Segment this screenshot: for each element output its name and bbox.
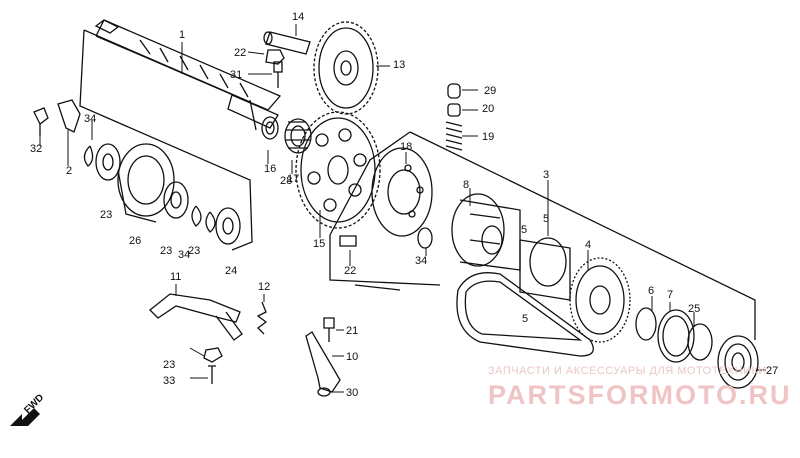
- right-assembly-bracket: [329, 131, 756, 340]
- part-label-19: 19: [482, 131, 494, 143]
- nut-22-bottom: [203, 347, 223, 363]
- leader-lines: [39, 24, 766, 393]
- sprocket-small: [313, 21, 379, 115]
- nut-22-top: [265, 49, 285, 65]
- circlip-24: [687, 323, 713, 361]
- bolt-31: [33, 107, 49, 136]
- part-label-5: 5: [521, 224, 527, 236]
- part-label-34: 30: [346, 387, 358, 399]
- part-label-28: 24: [225, 265, 237, 277]
- part-label-6: 5: [522, 313, 528, 325]
- main-shaft: [94, 19, 282, 131]
- bearing-26: [717, 335, 759, 389]
- rings-6-7: [635, 307, 695, 363]
- part-label-27: 23: [188, 245, 200, 257]
- circlip-34-b: [191, 205, 202, 227]
- sprocket-large: [295, 111, 381, 229]
- spring-assembly: [445, 83, 463, 151]
- part-label-10: 10: [346, 351, 358, 363]
- part-label-38: 34: [415, 255, 427, 267]
- part-label-0: 1: [179, 29, 185, 41]
- part-label-23: 22: [234, 47, 246, 59]
- part-label-12: 12: [258, 281, 270, 293]
- washer-16: [261, 116, 279, 140]
- part-label-26: 23: [160, 245, 172, 257]
- part-label-37: 33: [163, 375, 175, 387]
- part-label-24: 23: [163, 359, 175, 371]
- bolt-30: [273, 61, 283, 88]
- part-label-21: 21: [346, 325, 358, 337]
- bracket-10: [305, 331, 341, 393]
- bracket-2: [57, 99, 81, 133]
- part-label-30: 26: [129, 235, 141, 247]
- clutch-plate: [371, 147, 433, 237]
- part-label-4: 5: [543, 213, 549, 225]
- part-label-8: 7: [667, 289, 673, 301]
- bearing-25: [117, 143, 175, 223]
- spring-12: [256, 301, 268, 335]
- watermark-brand: PARTSFORMOTO.RU: [488, 380, 792, 410]
- part-label-36: 32: [30, 143, 42, 155]
- part-label-32: 28: [280, 175, 292, 187]
- part-label-35: 31: [230, 69, 242, 81]
- part-label-3: 4: [585, 239, 591, 251]
- part-label-20: 20: [482, 103, 494, 115]
- part-label-18: 18: [400, 141, 412, 153]
- bolt-20: [323, 317, 335, 342]
- part-label-25: 23: [100, 209, 112, 221]
- part-label-29: 25: [688, 303, 700, 315]
- part-label-31: 27: [766, 365, 778, 377]
- washer-23-c: [215, 207, 241, 245]
- part-label-1: 2: [66, 165, 72, 177]
- clutch-outer: [451, 193, 521, 271]
- part-label-39: 34: [84, 113, 96, 125]
- watermark-top-text: ЗАПЧАСТИ И АКСЕССУАРЫ ДЛЯ МОТОТЕХНИКИ: [488, 365, 767, 377]
- gear-assembly: [519, 237, 631, 343]
- chain-loop: [456, 272, 594, 357]
- part-label-2: 3: [543, 169, 549, 181]
- part-label-16: 16: [264, 163, 276, 175]
- washer-23-b: [163, 181, 189, 219]
- washer-23-a: [95, 143, 121, 181]
- part-label-40: 34: [178, 249, 190, 261]
- needle-bearing: [284, 118, 312, 154]
- part-label-13: 13: [393, 59, 405, 71]
- circlip-34-a: [83, 145, 94, 167]
- part-label-15: 15: [313, 238, 325, 250]
- circlip-34-c: [205, 211, 216, 233]
- part-label-33: 29: [484, 85, 496, 97]
- part-label-11: 11: [170, 271, 181, 283]
- part-label-9: 8: [463, 179, 469, 191]
- pin-14: [263, 31, 311, 55]
- lever-11: [149, 293, 243, 341]
- fwd-arrow-icon: [10, 408, 40, 426]
- part-label-17: 17: [287, 173, 299, 185]
- part-label-22: 22: [344, 265, 356, 277]
- roller-33: [417, 227, 433, 249]
- bolt-32: [208, 365, 216, 384]
- part-label-7: 6: [648, 285, 654, 297]
- part-label-14: 14: [292, 11, 304, 23]
- key-21: [339, 235, 357, 247]
